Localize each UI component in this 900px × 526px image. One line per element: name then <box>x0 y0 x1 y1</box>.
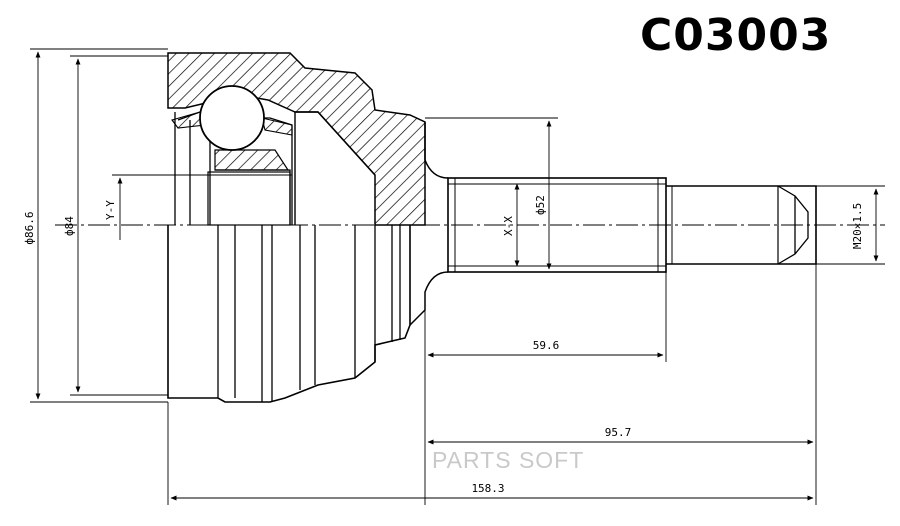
dim-inner-diameter-label: ф84 <box>63 216 76 236</box>
dim-total-length-label: 158.3 <box>471 482 504 495</box>
part-code-title: C03003 <box>640 10 832 61</box>
section-xx-label: X-X <box>502 216 515 236</box>
section-yy-label: Y-Y <box>104 200 117 220</box>
housing-hatched-section <box>167 52 426 226</box>
watermark: PARTS SOFT <box>432 447 585 473</box>
section-xx: X-X <box>502 183 520 267</box>
dim-spline-length: 59.6 <box>424 272 667 505</box>
dim-total-length: 158.3 <box>167 402 814 505</box>
dim-thread-label: M20×1.5 <box>851 203 864 249</box>
inner-cup <box>294 111 376 225</box>
inner-race-hatch <box>214 149 290 171</box>
ball <box>199 85 265 151</box>
dim-shaft-diameter: ф52 <box>425 117 558 270</box>
dim-thread: M20×1.5 <box>816 185 885 265</box>
cage-hatch-right <box>261 117 293 136</box>
housing-outer-profile <box>167 225 411 403</box>
dim-outer-diameter-label: ф86.6 <box>23 211 36 244</box>
dim-stem-length: 95.7 <box>427 264 817 505</box>
inner-block <box>207 171 291 226</box>
dim-inner-diameter: ф84 <box>63 55 168 396</box>
dim-shaft-diameter-label: ф52 <box>534 195 547 215</box>
housing <box>167 52 449 403</box>
dim-stem-length-label: 95.7 <box>605 426 632 439</box>
section-yy: Y-Y <box>104 174 292 240</box>
dim-spline-length-label: 59.6 <box>533 339 560 352</box>
dim-outer-diameter: ф86.6 <box>23 48 168 403</box>
